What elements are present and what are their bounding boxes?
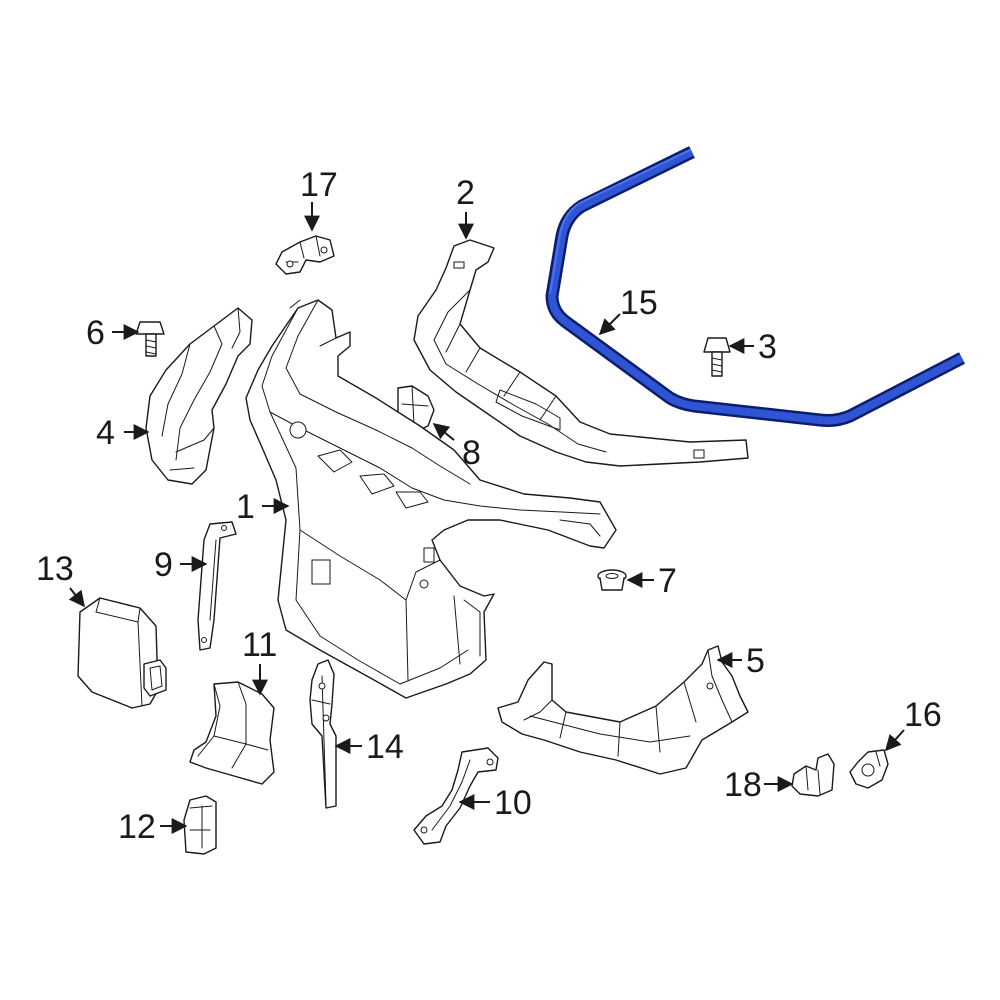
part-3-bolt[interactable]: [703, 337, 731, 377]
callout-labels: 1 2 3 4 5 6 7 8 9 10 11 12 13 14 15 16 1…: [36, 166, 942, 846]
part-1-radiator-support[interactable]: [245, 299, 617, 699]
part-7-nut[interactable]: [597, 569, 627, 591]
leader-13: [68, 587, 85, 608]
callout-11[interactable]: 11: [242, 626, 277, 664]
part-6-bolt[interactable]: [135, 321, 165, 357]
part-17-bracket[interactable]: [275, 235, 335, 275]
callout-3[interactable]: 3: [758, 328, 777, 366]
callout-7[interactable]: 7: [658, 562, 677, 600]
part-12-duct-piece[interactable]: [183, 795, 217, 855]
callout-15[interactable]: 15: [620, 284, 658, 322]
part-13-module[interactable]: [77, 597, 167, 709]
part-2-upper-tie-bar[interactable]: [413, 239, 749, 467]
part-14-vertical-support[interactable]: [309, 659, 337, 809]
leader-16: [884, 729, 905, 752]
callout-1[interactable]: 1: [236, 488, 255, 526]
leader-15: [598, 313, 621, 336]
leader-lines: [68, 202, 905, 834]
callout-2[interactable]: 2: [456, 174, 475, 212]
callout-18[interactable]: 18: [724, 766, 762, 804]
part-11-air-duct[interactable]: [189, 681, 275, 785]
callout-10[interactable]: 10: [494, 784, 532, 822]
callout-17[interactable]: 17: [300, 166, 338, 204]
callout-14[interactable]: 14: [366, 728, 404, 766]
callout-12[interactable]: 12: [118, 808, 156, 846]
callout-5[interactable]: 5: [746, 642, 765, 680]
callout-8[interactable]: 8: [462, 434, 481, 472]
callout-13[interactable]: 13: [36, 550, 74, 588]
leader-8: [432, 423, 455, 441]
callout-6[interactable]: 6: [86, 314, 105, 352]
callout-16[interactable]: 16: [904, 696, 942, 734]
callout-4[interactable]: 4: [96, 414, 115, 452]
callout-9[interactable]: 9: [154, 546, 173, 584]
part-10-lower-bracket[interactable]: [413, 747, 499, 845]
part-5-right-bracket[interactable]: [497, 645, 749, 775]
part-4-left-bracket[interactable]: [145, 307, 253, 485]
part-16-retainer[interactable]: [849, 749, 889, 789]
part-9-strut[interactable]: [197, 521, 237, 651]
part-18-clip[interactable]: [791, 753, 835, 797]
part-15-seal-strip[interactable]: [545, 146, 965, 427]
